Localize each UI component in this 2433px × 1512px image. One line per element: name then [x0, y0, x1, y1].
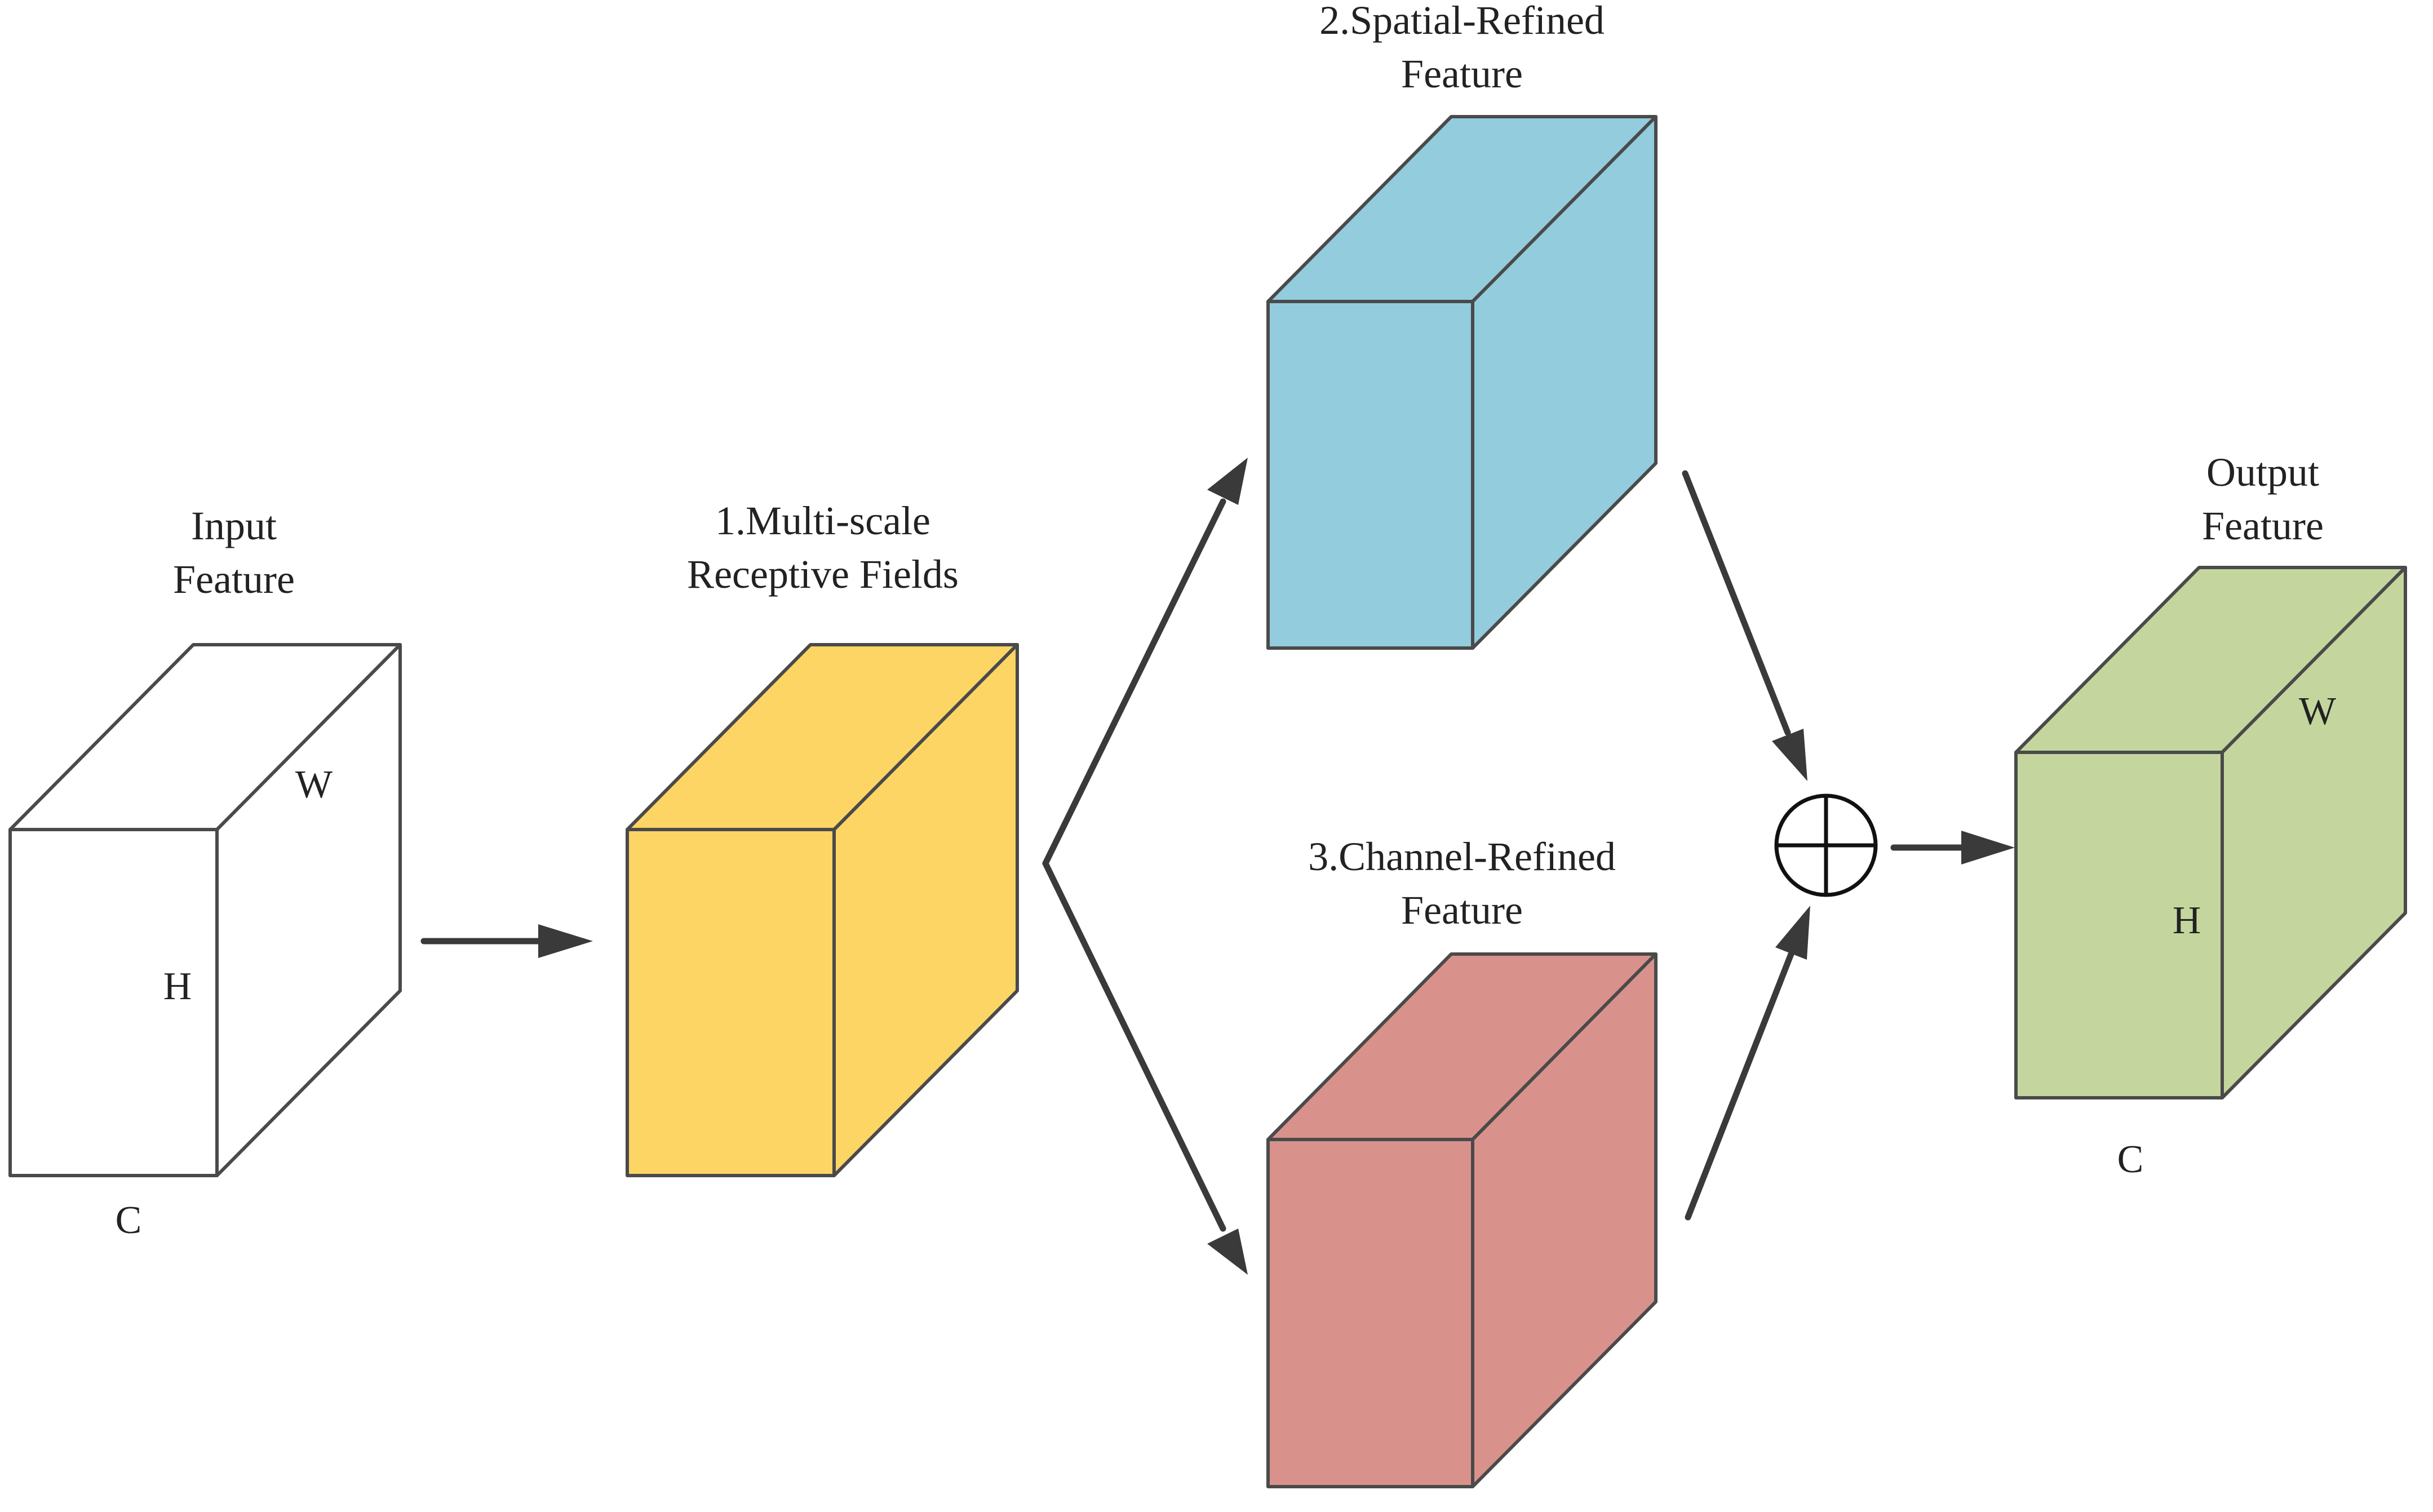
sum-operator-icon: [1774, 793, 1878, 897]
arrow-multiscale-to-spatial: [1042, 458, 1248, 867]
input-feature-label-line2: Feature: [173, 557, 295, 602]
spatial-label-line2: Feature: [1401, 51, 1523, 96]
output-dim-w: W: [2299, 690, 2336, 733]
spatial-cube-front-face: [1266, 300, 1474, 650]
multiscale-label-line2: Receptive Fields: [687, 552, 959, 597]
input-dim-c: C: [116, 1199, 142, 1242]
output-label-line2: Feature: [2202, 503, 2324, 548]
input-feature-label-line1: Input: [191, 503, 277, 548]
multiscale-label-line1: 1.Multi-scale: [715, 498, 930, 543]
input-feature-cube: [8, 643, 402, 1177]
input-dim-h: H: [163, 965, 192, 1008]
arrow-multiscale-to-channel: [1042, 860, 1248, 1275]
channel-label-line2: Feature: [1401, 888, 1523, 933]
channel-label-line1: 3.Channel-Refined: [1308, 834, 1616, 879]
output-dim-c: C: [2117, 1138, 2144, 1181]
arrow-spatial-to-sum: [1682, 470, 1807, 781]
output-dim-h: H: [2173, 899, 2201, 942]
arrow-sum-to-output: [1890, 831, 2015, 864]
multiscale-cube-front-face: [626, 828, 836, 1177]
spatial-refined-feature-cube: [1266, 115, 1658, 650]
output-label-line1: Output: [2206, 450, 2319, 495]
channel-refined-feature-cube: [1266, 952, 1658, 1488]
spatial-label-line1: 2.Spatial-Refined: [1319, 0, 1605, 43]
input-dim-w: W: [295, 763, 333, 806]
arrow-channel-to-sum: [1685, 906, 1810, 1221]
arrow-input-to-multiscale: [420, 924, 593, 958]
output-feature-cube: [2014, 566, 2407, 1099]
multiscale-feature-cube: [626, 643, 1019, 1177]
input-cube-front-face: [8, 828, 219, 1177]
output-cube-front-face: [2014, 751, 2224, 1099]
channel-cube-front-face: [1266, 1138, 1474, 1488]
